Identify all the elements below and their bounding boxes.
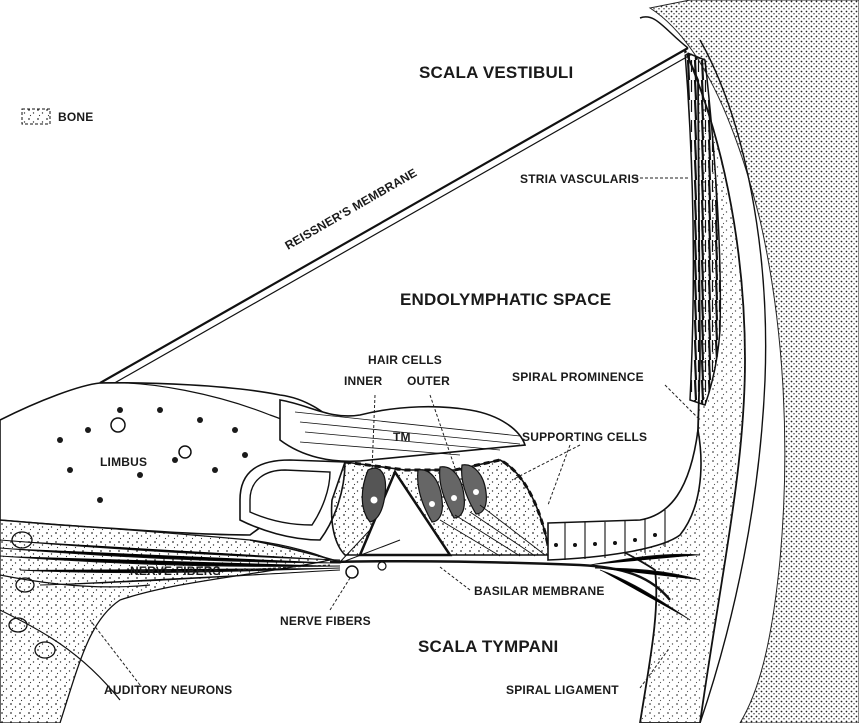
endolymphatic-space-label: ENDOLYMPHATIC SPACE <box>400 290 611 309</box>
legend: BONE <box>22 109 93 124</box>
stria-vascularis-shape <box>685 52 720 405</box>
legend-bone-label: BONE <box>58 110 93 124</box>
stria-vascularis-label: STRIA VASCULARIS <box>520 172 639 186</box>
spiral-ligament-tissue <box>600 50 745 723</box>
scala-tympani-label: SCALA TYMPANI <box>418 637 558 656</box>
supporting-cells-label: SUPPORTING CELLS <box>522 430 647 444</box>
hair-cells-label: HAIR CELLS <box>368 353 442 367</box>
reissners-membrane-line <box>100 17 692 389</box>
nerve-fibers-lower-label: NERVE FIBERS <box>280 614 371 628</box>
outer-hair-cell-label: OUTER <box>407 374 450 388</box>
basilar-membrane-label: BASILAR MEMBRANE <box>474 584 605 598</box>
inner-hair-cell-label: INNER <box>344 374 382 388</box>
limbus-label: LIMBUS <box>100 455 147 469</box>
auditory-neurons-label: AUDITORY NEURONS <box>104 683 232 697</box>
labels: SCALA VESTIBULI REISSNER'S MEMBRANE STRI… <box>100 63 647 697</box>
scala-vestibuli-label: SCALA VESTIBULI <box>419 63 573 82</box>
spiral-ligament-label: SPIRAL LIGAMENT <box>506 683 619 697</box>
nerve-fibers-upper-label: NERVE FIBERS <box>130 564 221 578</box>
bone-texture-swatch-icon <box>22 109 50 124</box>
tm-label: TM <box>393 430 411 444</box>
spiral-prominence-label: SPIRAL PROMINENCE <box>512 370 644 384</box>
